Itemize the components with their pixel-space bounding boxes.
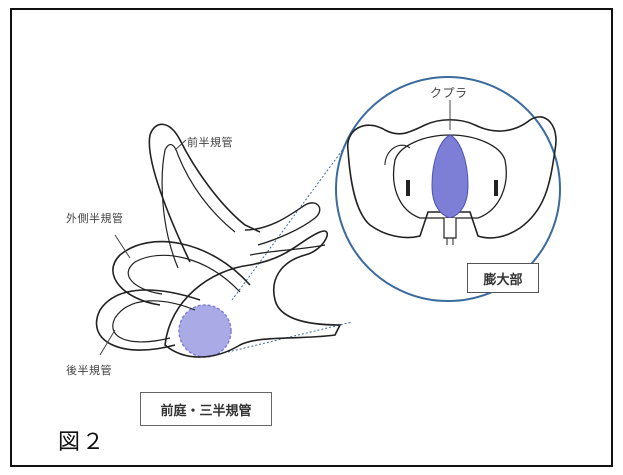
cupula-label: クプラ [430,84,468,101]
posterior-canal-label: 後半規管 [66,362,112,378]
lateral-canal-outer [113,242,250,305]
vestibule-label-box: 前庭・三半規管 [140,392,272,426]
duct-middle [250,245,325,255]
membrane-mark-right [494,180,498,196]
anterior-canal-label: 前半規管 [187,134,233,150]
lateral-canal-label: 外側半規管 [66,210,124,226]
vestibule-highlight [179,305,231,357]
membrane-mark-left [406,180,410,196]
figure-number: 図２ [58,424,106,456]
leader-posterior [100,330,115,355]
crista-stalk [444,218,456,238]
ampulla-label-box: 膨大部 [467,263,539,293]
zoom-guide-lower [228,322,352,352]
leader-lateral [115,235,130,258]
